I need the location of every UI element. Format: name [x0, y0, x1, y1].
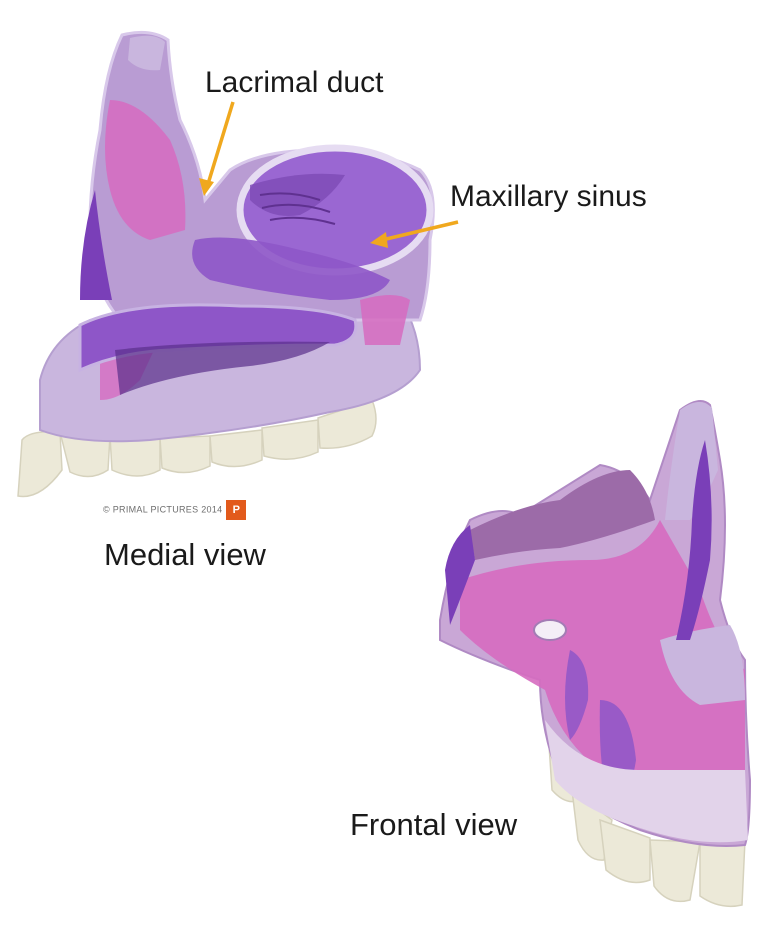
copyright-text: © PRIMAL PICTURES 2014 — [103, 504, 223, 515]
frontal-view-label: Frontal view — [350, 807, 518, 842]
lacrimal-duct-label: Lacrimal duct — [205, 66, 384, 99]
medial-pink-region — [105, 100, 186, 240]
infraorbital-foramen — [533, 619, 567, 641]
lacrimal-duct-arrow — [199, 101, 235, 196]
medial-view-maxilla — [17, 30, 435, 498]
frontal-pink-region — [460, 520, 745, 770]
primal-pictures-logo: P — [226, 500, 247, 520]
maxillary-sinus-arrow — [370, 220, 459, 248]
frontal-view-maxilla — [439, 400, 752, 908]
maxillary-sinus-label: Maxillary sinus — [450, 180, 647, 213]
medial-teeth — [17, 399, 377, 498]
medial-view-label: Medial view — [104, 537, 266, 572]
frontal-zygomatic-process — [660, 625, 745, 705]
